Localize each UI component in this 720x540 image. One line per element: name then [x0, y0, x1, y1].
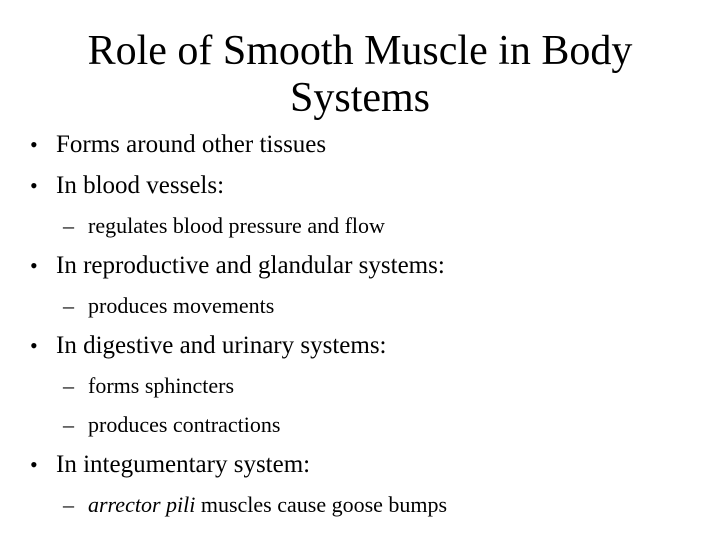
dash-icon: –	[63, 373, 74, 398]
sub-bullet-italic-text: arrector pili	[88, 492, 196, 517]
sub-bullet-text: forms sphincters	[88, 373, 235, 398]
bullet-icon: •	[30, 173, 38, 198]
dash-icon: –	[63, 492, 74, 517]
bullet-item: • In integumentary system:	[0, 444, 720, 485]
bullet-item: • In blood vessels:	[0, 165, 720, 206]
title-line: Role of Smooth Muscle in Body	[87, 28, 633, 74]
bullet-item: • In digestive and urinary systems:	[0, 325, 720, 366]
bullet-text: In digestive and urinary systems:	[56, 332, 387, 359]
sub-bullet-item: – produces movements	[0, 286, 720, 325]
bullet-icon: •	[30, 132, 38, 157]
bullet-text: Forms around other tissues	[56, 131, 327, 158]
bullet-item: • Forms around other tissues	[0, 124, 720, 165]
sub-bullet-item: – regulates blood pressure and flow	[0, 206, 720, 245]
bullet-item: • In reproductive and glandular systems:	[0, 245, 720, 286]
sub-bullet-item: – arrector pili muscles cause goose bump…	[0, 485, 720, 524]
bullet-text: In reproductive and glandular systems:	[56, 252, 445, 279]
sub-bullet-text: muscles cause goose bumps	[195, 492, 448, 517]
sub-bullet-text: produces movements	[88, 293, 275, 318]
sub-bullet-text: regulates blood pressure and flow	[88, 213, 385, 238]
slide-title: Role of Smooth Muscle in Body Systems	[30, 28, 690, 122]
dash-icon: –	[63, 213, 74, 238]
title-line: Systems	[289, 75, 431, 121]
bullet-icon: •	[30, 333, 38, 358]
sub-bullet-item: – produces contractions	[0, 405, 720, 444]
bullet-text: In blood vessels:	[56, 172, 225, 199]
dash-icon: –	[63, 412, 74, 437]
dash-icon: –	[63, 293, 74, 318]
bullet-icon: •	[30, 452, 38, 477]
bullet-icon: •	[30, 253, 38, 278]
sub-bullet-text: produces contractions	[88, 412, 281, 437]
bullet-text: In integumentary system:	[56, 451, 311, 478]
bullet-list: • Forms around other tissues • In blood …	[0, 124, 720, 524]
sub-bullet-item: – forms sphincters	[0, 366, 720, 405]
